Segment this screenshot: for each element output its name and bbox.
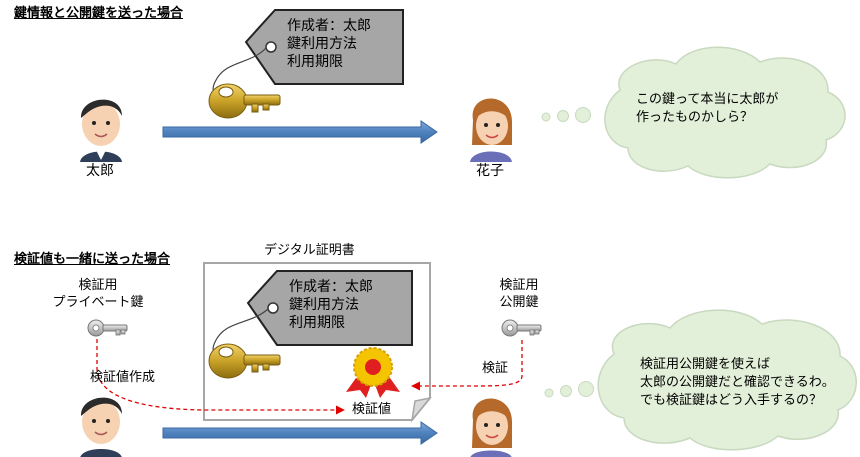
info-tag-2 xyxy=(246,270,413,346)
taro-avatar-2 xyxy=(80,397,122,457)
public-key-label-2: 公開鍵 xyxy=(499,295,539,310)
verify-label: 検証 xyxy=(482,361,509,376)
certificate-label: デジタル証明書 xyxy=(264,243,355,258)
verification-badge-icon xyxy=(346,347,400,398)
public-key-icon xyxy=(501,319,542,337)
tag2-line-author: 作成者：太郎 xyxy=(289,279,373,295)
create-verification-arrow xyxy=(96,339,345,415)
sender-label-1: 太郎 xyxy=(86,163,114,179)
public-key-label-1: 検証用 xyxy=(499,278,539,293)
thought2-line-1: 検証用公開鍵を使えば xyxy=(640,357,771,372)
golden-key-icon xyxy=(208,83,281,119)
thought-cloud-1 xyxy=(541,46,846,179)
section1-title: 鍵情報と公開鍵を送った場合 xyxy=(14,6,184,21)
info-tag-1 xyxy=(244,9,404,85)
tag1-line-author: 作成者：太郎 xyxy=(287,18,371,34)
hanako-avatar-2 xyxy=(470,398,512,457)
send-arrow-1 xyxy=(162,120,438,144)
verify-arrow xyxy=(411,340,523,391)
thought2-line-2: 太郎の公開鍵だと確認できるわ。 xyxy=(640,375,835,390)
thought-cloud-2 xyxy=(544,309,857,451)
taro-avatar-1 xyxy=(80,99,122,162)
private-key-label-2: プライベート鍵 xyxy=(52,295,144,310)
tag1-line-expiry: 利用期限 xyxy=(287,54,343,70)
tag2-line-expiry: 利用期限 xyxy=(289,315,345,331)
receiver-label-1: 花子 xyxy=(476,163,504,179)
private-key-label-1: 検証用 xyxy=(78,278,118,293)
send-arrow-2 xyxy=(162,421,438,445)
private-key-icon xyxy=(87,319,128,337)
thought2-line-3: でも検証鍵はどう入手するの？ xyxy=(640,393,823,408)
tag2-line-usage: 鍵利用方法 xyxy=(289,297,359,313)
golden-key-icon-2 xyxy=(208,343,281,379)
tag1-line-usage: 鍵利用方法 xyxy=(287,36,357,52)
section2-title: 検証値も一緒に送った場合 xyxy=(14,252,171,267)
thought1-line-2: 作ったものかしら？ xyxy=(636,110,754,125)
thought1-line-1: この鍵って本当に太郎が xyxy=(636,92,779,107)
verification-value-label: 検証値 xyxy=(352,402,392,417)
create-verification-label: 検証値作成 xyxy=(90,370,156,385)
certificate-fold xyxy=(410,396,432,423)
hanako-avatar-1 xyxy=(470,98,512,162)
